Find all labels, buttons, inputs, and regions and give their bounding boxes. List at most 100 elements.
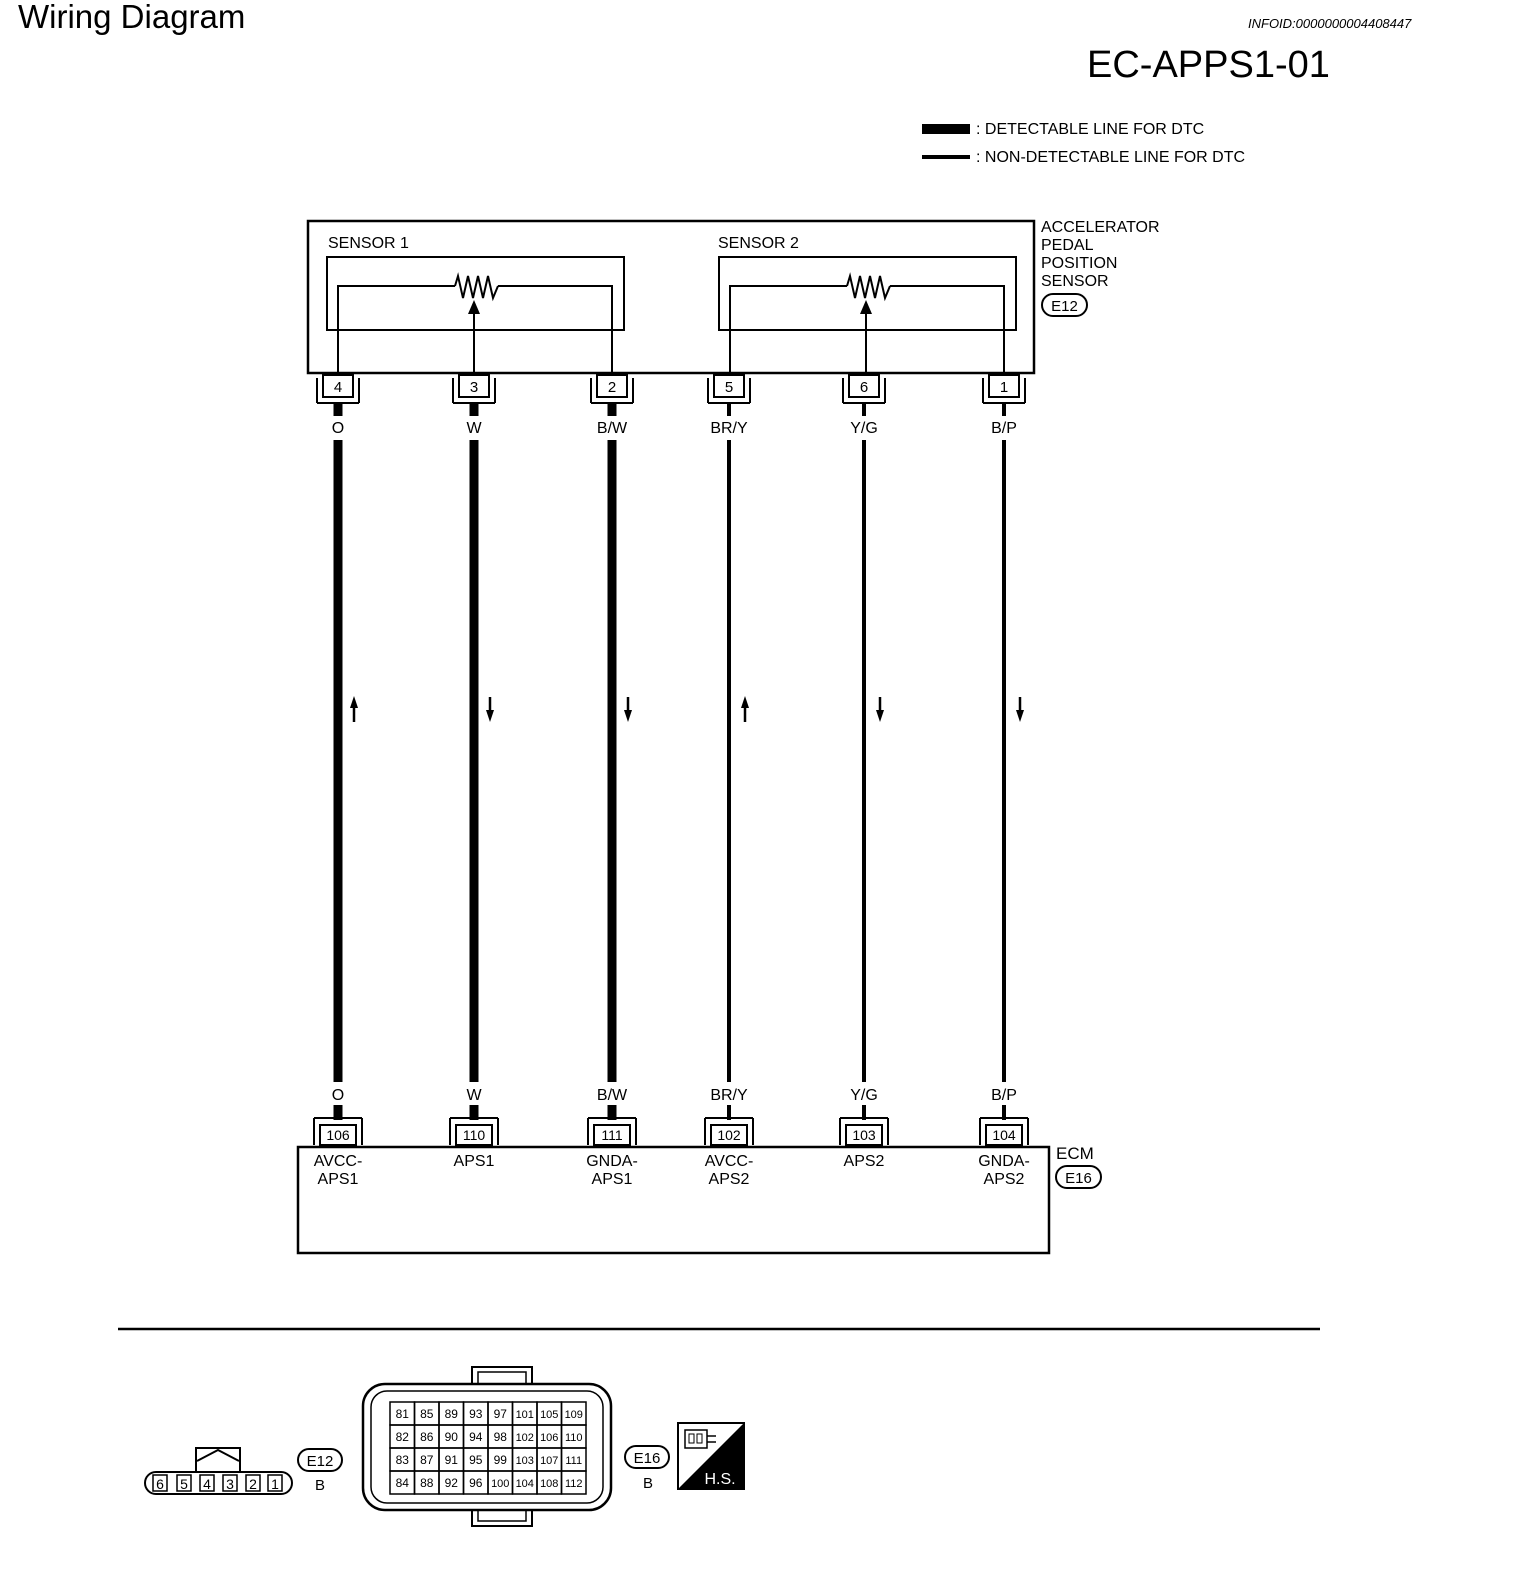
e16-pin-number: 85 [420,1407,434,1421]
sensor-name-line-4: SENSOR [1041,273,1109,290]
e16-pin-number: 107 [540,1455,558,1467]
signal-down-arrow-head-icon [486,710,494,722]
e16-pin-number: 100 [491,1478,509,1490]
sensor-pin-number: 5 [725,379,733,396]
e16-pin-number: 98 [494,1430,508,1444]
wire-color-bottom: BR/Y [710,1087,748,1104]
e16-pin-number: 102 [516,1432,534,1444]
wire-color-top: BR/Y [710,420,748,437]
e12-pin-number: 2 [249,1476,257,1492]
sensor-1-lead-right [498,285,613,373]
e16-pin-number: 97 [494,1407,508,1421]
legend-detectable-label: : DETECTABLE LINE FOR DTC [976,121,1204,138]
ecm-terminal-label-1: AVCC- [314,1153,363,1170]
e12-pin-cell [245,1474,261,1492]
sensor-pin-number: 4 [334,379,342,396]
ecm-terminal-label-2: APS2 [709,1171,750,1188]
sensor-2-lead-left [729,285,847,373]
e16-view-badge [624,1445,670,1469]
e16-view-color: B [643,1475,653,1492]
sensor-2-wiper-arrow-icon [860,300,872,314]
sensor-pin-number: 3 [470,379,478,396]
sensor-pin-box [458,374,490,398]
ecm-terminal-label-2: APS2 [984,1171,1025,1188]
e16-pin-number: 84 [396,1476,410,1490]
ecm-pin-box [845,1124,883,1146]
ecm-connector-id: E16 [1065,1170,1092,1187]
sensor-2-label: SENSOR 2 [718,235,799,252]
wire-color-bottom: B/W [597,1087,628,1104]
sensor-pin-box [322,374,354,398]
ecm-pin-box [455,1124,493,1146]
ecm-pin-number: 102 [717,1127,741,1143]
e16-pin-number: 106 [540,1432,558,1444]
e16-pin-number: 103 [516,1455,534,1467]
e16-pin-number: 88 [420,1476,434,1490]
wire-color-top: B/P [991,420,1017,437]
e16-outer-shell [361,1382,613,1512]
e16-pin-number: 109 [565,1409,583,1421]
e12-connector-latch [195,1447,241,1472]
sensor-connector-id: E12 [1051,298,1078,315]
info-id: INFOID:0000000004408447 [1248,16,1412,31]
sensor-name-line-2: PEDAL [1041,237,1094,254]
wire-color-bottom: W [466,1087,482,1104]
ecm-unit: ECM E16 [296,1144,1102,1255]
e16-pin-number: 89 [445,1407,459,1421]
ecm-terminal-label-1: APS1 [454,1153,495,1170]
hs-label: H.S. [704,1471,735,1488]
e16-pin-number: 92 [445,1476,459,1490]
wire-color-bottom: O [332,1087,344,1104]
e16-pin-number: 96 [469,1476,483,1490]
ecm-pin-number: 103 [852,1127,876,1143]
sensor-pin-box [848,374,880,398]
hs-symbol: H.S. [677,1422,745,1490]
e16-pin-number: 94 [469,1430,483,1444]
ecm-pin-box [985,1124,1023,1146]
legend-detectable-swatch [922,124,970,134]
hs-triangle [678,1423,744,1489]
ecm-pin-box [593,1124,631,1146]
ecm-terminal-label-1: GNDA- [586,1153,638,1170]
ecm-pin-box [319,1124,357,1146]
wire-color-top: Y/G [850,420,878,437]
signal-down-arrow-head-icon [1016,710,1024,722]
legend: : DETECTABLE LINE FOR DTC : NON-DETECTAB… [922,121,1245,166]
sensor-box [306,219,1036,375]
ecm-terminal-label-1: APS2 [844,1153,885,1170]
e16-pin-cell [560,1470,587,1495]
sensor-assembly: ACCELERATOR PEDAL POSITION SENSOR E12 SE… [306,219,1160,375]
sensor-1-label: SENSOR 1 [328,235,409,252]
ecm-terminal-label-1: AVCC- [705,1153,754,1170]
sensor-1-lead-left [337,285,455,373]
sensor-pin-box [713,374,745,398]
wire-color-bottom: B/P [991,1087,1017,1104]
diagram-code: EC-APPS1-01 [1087,44,1330,86]
e16-pin-number: 101 [516,1409,534,1421]
sensor-connector-badge [1041,293,1088,317]
e16-pin-number: 105 [540,1409,558,1421]
ecm-box [296,1145,1051,1255]
sensor-pin-box [988,374,1020,398]
sensor-2-resistor [846,272,891,302]
e12-pin-number: 6 [156,1476,164,1492]
e16-pin-number: 110 [565,1432,583,1444]
e16-pin-number: 108 [540,1478,558,1490]
sensor-1-box [326,256,625,331]
e16-pin-number: 104 [516,1478,534,1490]
e16-pin-number: 82 [396,1430,410,1444]
e12-pin-cell [152,1474,168,1492]
wire-color-top: O [332,420,344,437]
e16-pin-number: 83 [396,1453,410,1467]
sensor-pin-number: 1 [1000,379,1008,396]
ecm-terminal-label-1: GNDA- [978,1153,1030,1170]
sensor-pin-number: 2 [608,379,616,396]
